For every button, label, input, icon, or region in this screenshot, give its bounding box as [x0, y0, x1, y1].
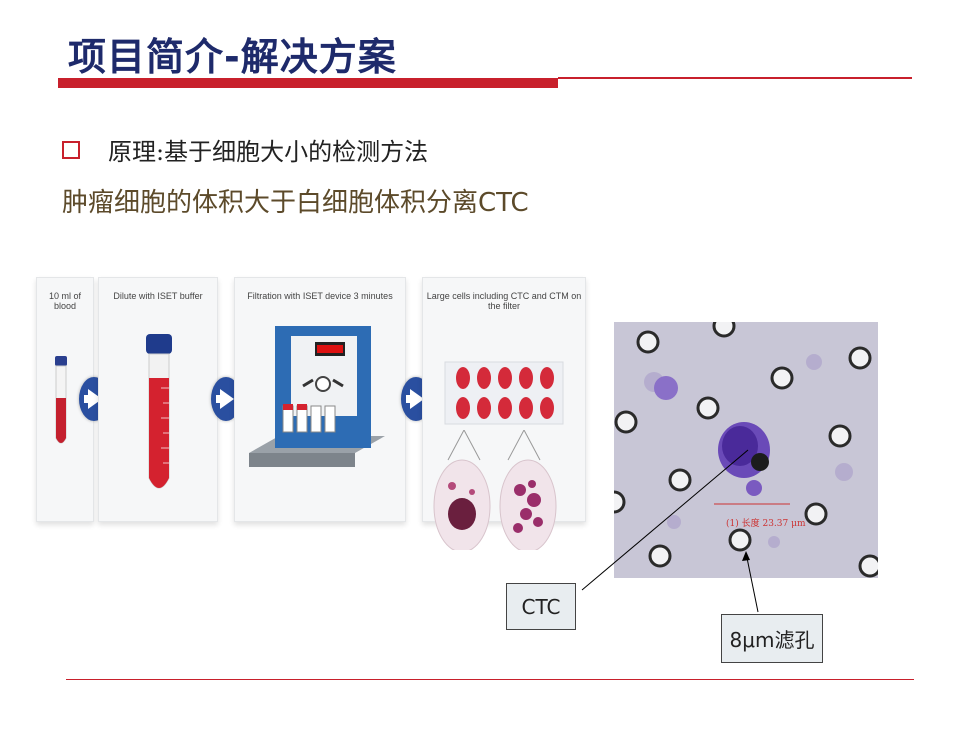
iset-device-icon [249, 326, 385, 467]
panel-caption: Dilute with ISET buffer [113, 291, 203, 301]
footer-divider [66, 679, 914, 680]
ctc-micrograph: (1) 长度 23.37 μm [614, 322, 878, 578]
bullet-item: 原理:基于细胞大小的检测方法 [62, 132, 428, 167]
pore-callout: 8μm滤孔 [721, 614, 823, 663]
bullet-text: 原理:基于细胞大小的检测方法 [108, 138, 429, 166]
panel-dilute: Dilute with ISET buffer [98, 277, 218, 522]
magnified-cells-icon [433, 430, 557, 550]
square-bullet-icon [62, 140, 80, 159]
slide-title: 项目简介-解决方案 [68, 35, 397, 79]
panel-caption: Filtration with ISET device 3 minutes [247, 291, 393, 301]
measure-label: (1) 长度 23.37 μm [726, 517, 806, 529]
panel-caption: Large cells including CTC and CTM on the… [426, 291, 582, 311]
filter-membrane-icon [444, 361, 564, 425]
title-underline-thin [558, 77, 912, 79]
panel-caption: 10 ml of blood [48, 291, 81, 311]
ctc-callout: CTC [506, 583, 576, 630]
subheading: 肿瘤细胞的体积大于白细胞体积分离CTC [62, 188, 529, 218]
blood-tube-icon [55, 356, 67, 444]
dilution-tube-icon [146, 334, 172, 489]
title-underline-thick [58, 78, 558, 88]
panel-filtration: Filtration with ISET device 3 minutes [234, 277, 406, 522]
